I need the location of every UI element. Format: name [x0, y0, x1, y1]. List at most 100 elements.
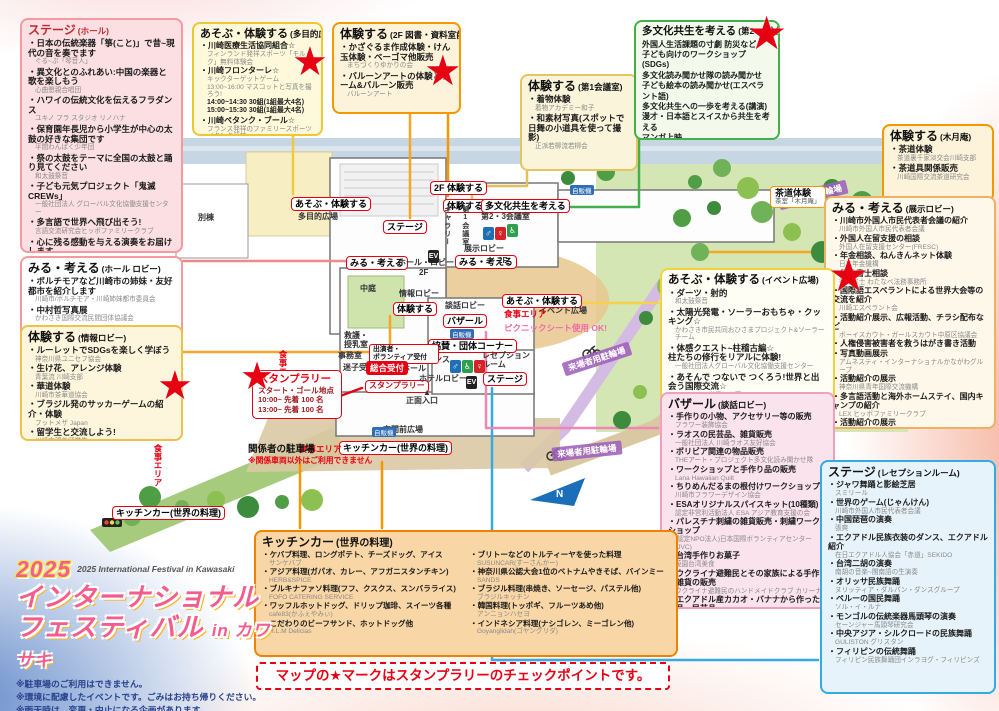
food-item: アジア料理(ガパオ、カレー、アフガニスタンチキン)HERB&SPICE [262, 568, 462, 584]
tree-icon [713, 159, 731, 177]
stamp-star-icon: ★ [157, 364, 193, 408]
panel-title: ステージ(ホール) [28, 23, 109, 37]
tree-icon [673, 209, 691, 227]
tea-house-panel: 体験する(木月庵) 茶道体験茶道裏千家淡交会川崎支部茶道具関係販売川崎国際交流茶… [882, 124, 994, 202]
stamp-star-icon: ★ [240, 356, 275, 398]
usage-note-line: ※駐車場のご利用はできません。 [16, 678, 148, 689]
info-lobby-panel: 体験する(情報ロビー) ルーレットでSDGsを楽しく学ぼう神奈川県ユニセフ協会生… [20, 325, 183, 441]
year-badge: 2025 [16, 556, 72, 582]
stage-hall-panel: ステージ(ホール) 日本の伝統楽器「箏(こと)」で昔~現代の音を奏でますぐる~ぷ… [20, 18, 183, 253]
tree-icon [751, 201, 773, 223]
elevator-icon: EV [428, 250, 439, 263]
event-item: 子ども元気プロジェクト「鬼滅CREWs」一般社団法人 グローバル文化協働支援セン… [28, 181, 175, 216]
experience-meeting1-panel: 体験する(第1会議室) 着物体験着物アカデミー和子和素材写真(スポットで日舞の小… [520, 74, 638, 171]
tree-icon [823, 179, 841, 197]
kitchen-car-panel: キッチンカー(世界の料理) ケバブ料理、ロングポテト、チーズドッグ、アイスサンケ… [254, 530, 678, 657]
stamp-star-icon: ★ [424, 47, 462, 94]
event-item: 活動紹介の展示THEアート・プロジェクト多文化読み聞かせ隊 [832, 418, 988, 427]
event-item: エクアドル産カカオ・バナナから作った製品・民芸品在日エクアドル人協会「赤道」SE… [668, 595, 827, 607]
panel-title: 体験する(第1会議室) [528, 79, 623, 93]
toilet-male-icon: ♂ [483, 227, 494, 240]
panel-title: ステージ(レセプションルーム) [828, 465, 960, 479]
event-line: 子ども絵本の読み聞かせ(エスペラント語) [642, 81, 765, 101]
tree-icon [613, 411, 631, 429]
toilet-female-icon: ♀ [495, 227, 506, 240]
experience-2f-panel: 体験する(2F 図書・資料室前) かざぐるま作成体験・けん玉体験・ベーゴマ他販売… [332, 22, 461, 114]
tree-icon [139, 486, 161, 508]
festival-title: インターナショナル フェスティバル in カワサキ [16, 582, 271, 670]
tree-icon [237, 496, 259, 518]
exhibit-lobby-panel: みる・考える(展示ロビー) 川崎市外国人市民代表者会議の紹介川崎市外国人市民代表… [824, 196, 996, 429]
tree-icon [639, 311, 653, 325]
event-item: 体感クエスト~柱稽古編☆ 柱たちの修行をリアルに体験!一般社団法人グローバル文化… [668, 343, 827, 371]
svg-text:N: N [556, 489, 563, 500]
panel-title: バザール(談話ロビー) [668, 397, 767, 411]
bazaar-panel: バザール(談話ロビー) 手作りの小物、アクセサリー等の販売フラワー装飾協会ラオス… [660, 392, 835, 609]
event-item: ボルチモアなど川崎市の姉妹・友好都市を紹介します川崎市/ボルチモア・川崎姉妹都市… [28, 276, 175, 304]
event-item: パレスチナ刺繍の雑貨販売・刺繍ワークショップ(認定NPO法人)日本国際ボランティ… [668, 517, 827, 551]
stamp-rally-line: 10:00~ 先着 100 名 [258, 395, 324, 405]
event-item: 留学生と交流しよう!川崎市親善留学生 [28, 428, 175, 439]
tree-icon [123, 508, 141, 526]
event-item: 川崎ペタンク・ブール☆フランス発祥のファミリースポーツ ペタンク競技 [200, 116, 315, 134]
festival-subtitle: 2025 International Festival in Kawasaki [77, 564, 235, 574]
staff-parking-note: 関係者の駐車場 ※関係車両以外はご利用できません [248, 444, 373, 465]
event-line: マンガ上映 [642, 133, 682, 140]
event-item: ESAオリジナルスパイスキット(10種類)認定非営利活動法人 ESA アジア教育… [668, 500, 827, 518]
food-item: インドネシア料理(ナシゴレン、ミーゴレン他)Goyanglidah(ゴヤングリダ… [470, 619, 670, 636]
food-item: ブルキナファソ料理(フフ、クスクス、スンバラライス)FOFO CATERING … [262, 585, 462, 601]
tree-icon [275, 495, 289, 509]
event-item: 多言語で世界へ飛び出そう!言語交流研究会ヒッポファミリークラブ [28, 218, 175, 235]
stamp-rally-line: スタート・ゴール地点 [258, 385, 334, 395]
multicultural-panel: 多文化共生を考える(第2・3会議室) 外国人生活課題の寸劇 防災など子ども向けの… [634, 20, 780, 140]
event-item: 心に残る感動を与える演奏をお届けします武蔵野太鼓保存会 [28, 237, 175, 251]
panel-title: 体験する(2F 図書・資料室前) [340, 27, 461, 41]
event-item: 人権侵害被害者を救うはがき書き活動 [832, 339, 988, 349]
panel-title: 多文化共生を考える(第2・3会議室) [642, 25, 778, 37]
event-line: 外国人生活課題の寸劇 防災など [642, 39, 757, 49]
traffic-light-icon [102, 518, 122, 527]
compass-icon: N [530, 478, 585, 506]
tree-icon [707, 201, 721, 215]
tree-icon [207, 491, 225, 509]
general-reception-label: 総合受付 [366, 361, 409, 375]
event-item: 川崎フロンターレ☆キックターゲットゲーム 13:00~16:00 マスコットと写… [200, 66, 315, 115]
tree-icon [633, 385, 647, 399]
usage-note-line: ※雨天時は、変更・中止になる企画があります。 [16, 705, 209, 711]
panel-title: 体験する(木月庵) [890, 129, 972, 143]
event-line: 多文化共生への一歩を考える(講演) [642, 101, 768, 111]
stage-reception-panel: ステージ(レセプションルーム) ジャワ舞踊と影絵芝居スミリール世界のゲーム(じゃ… [820, 460, 996, 694]
panel-title: あそぶ・体験する(多目的広場) [200, 28, 321, 40]
accessible-icon: ♿ [462, 360, 473, 373]
event-item: 世界のゲーム(じゃんけん)川崎市外国人市民代表者会議 [828, 498, 988, 516]
panel-title: みる・考える(展示ロビー) [832, 201, 954, 215]
panel-title: あそぶ・体験する(イベント広場) [668, 274, 819, 286]
tree-icon [691, 243, 709, 261]
